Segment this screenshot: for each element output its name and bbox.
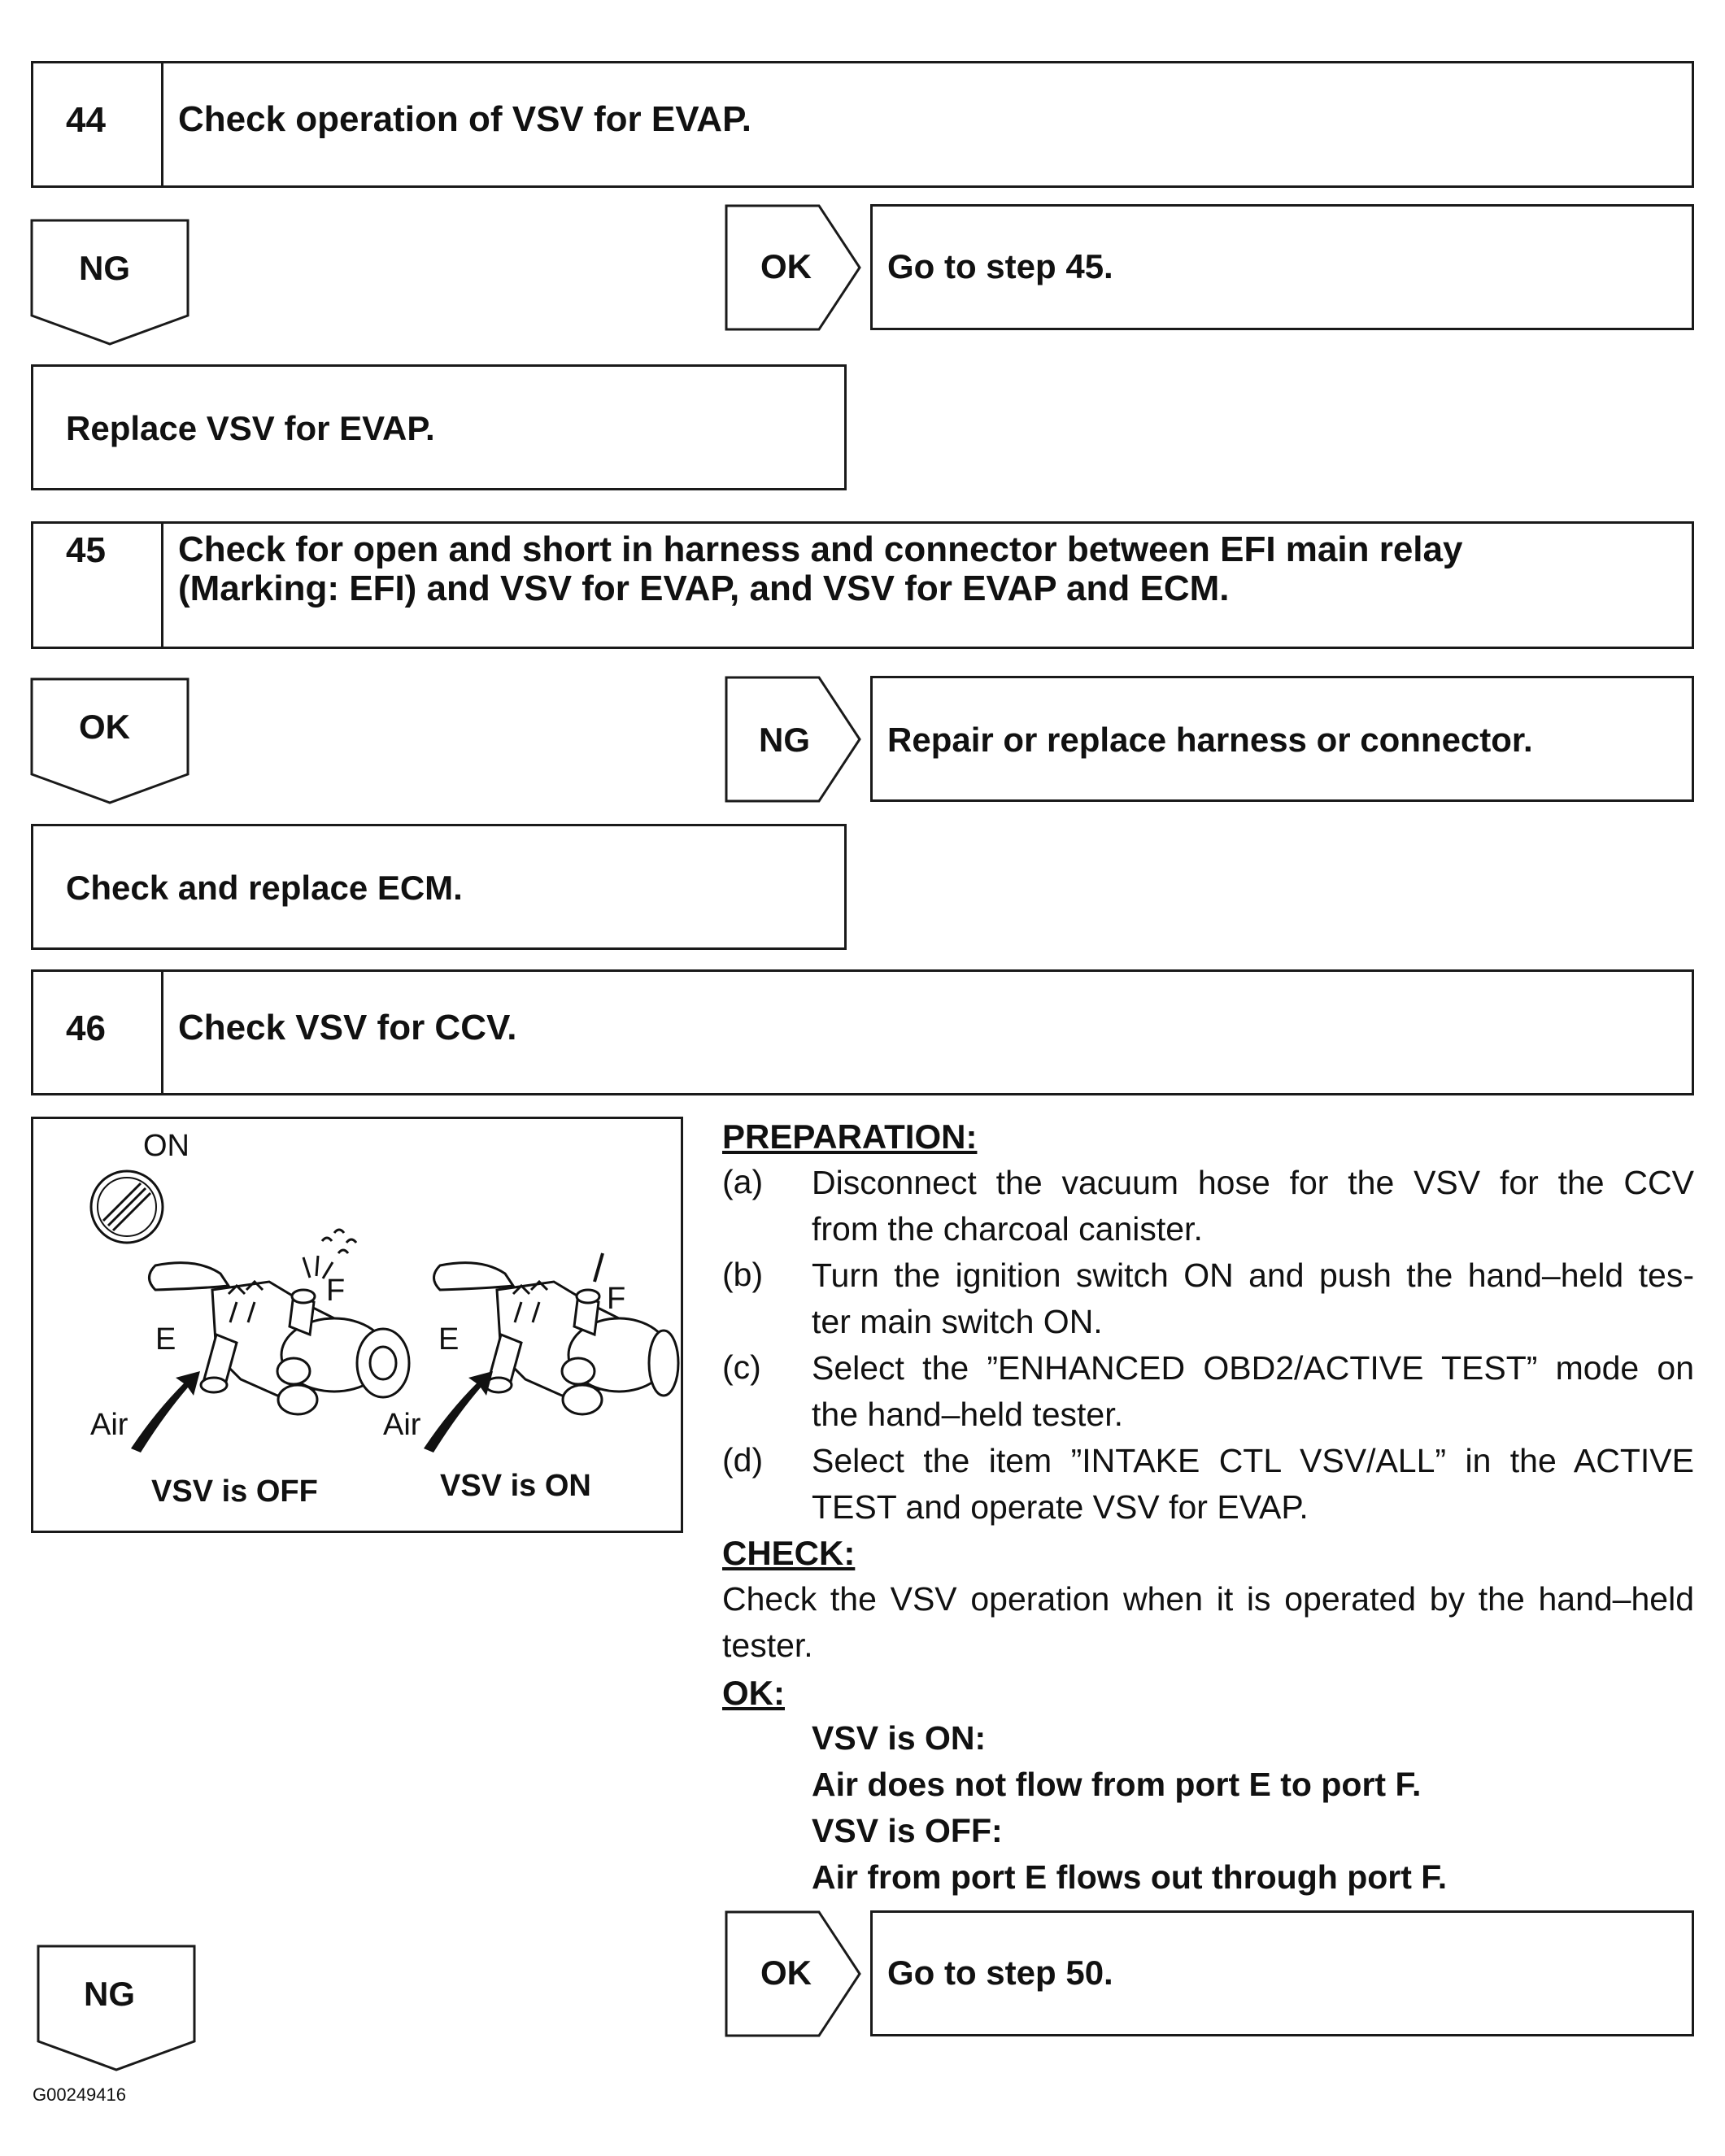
ok-action-text: Check and replace ECM. (66, 869, 463, 907)
ng-result-box: Repair or replace harness or connector. (870, 676, 1694, 802)
ng-branch-arrow (30, 219, 189, 346)
prep-item-letter: (b) (722, 1256, 764, 1293)
ng-action-text: Replace VSV for EVAP. (66, 409, 435, 447)
ok-heading: OK: (722, 1674, 785, 1712)
ng-action-box: Replace VSV for EVAP. (31, 364, 847, 490)
prep-line: ter main switch ON. (812, 1303, 1103, 1340)
prep-item-text: Select the ”ENHANCED OBD2/ACTIVE TEST” m… (812, 1345, 1694, 1438)
ok-result-box: Go to step 45. (870, 204, 1694, 330)
step-number: 45 (33, 524, 163, 647)
check-line: Check the VSV operation when it is opera… (722, 1580, 1694, 1618)
prep-item-letter: (c) (722, 1348, 761, 1386)
prep-line: Disconnect the vacuum hose for the VSV f… (812, 1164, 1694, 1201)
ok-spec-line: VSV is OFF: (812, 1812, 1003, 1849)
step-title-line: (Marking: EFI) and VSV for EVAP, and VSV… (178, 568, 1230, 608)
vsv-on-caption: VSV is ON (440, 1469, 591, 1503)
ok-result-box: Go to step 50. (870, 1910, 1694, 2036)
step-45-header: 45 Check for open and short in harness a… (31, 521, 1694, 649)
prep-line: Turn the ignition switch ON and push the… (812, 1257, 1694, 1294)
ok-action-box: Check and replace ECM. (31, 824, 847, 950)
ok-result-text: Go to step 45. (887, 247, 1113, 285)
check-line: tester. (722, 1627, 813, 1664)
ok-result-text: Go to step 50. (887, 1953, 1113, 1992)
step-title: Check VSV for CCV. (178, 1008, 517, 1048)
air-arrow-left (131, 1371, 200, 1453)
prep-item-text: Turn the ignition switch ON and push the… (812, 1252, 1694, 1345)
prep-item-letter: (a) (722, 1163, 764, 1200)
prep-line: Select the ”ENHANCED OBD2/ACTIVE TEST” m… (812, 1349, 1694, 1387)
port-f-label: F (326, 1274, 346, 1308)
on-label: ON (143, 1129, 189, 1163)
prep-item-letter: (d) (722, 1441, 764, 1479)
ignition-switch-icon (89, 1169, 164, 1244)
prep-item-text: Select the item ”INTAKE CTL VSV/ALL” in … (812, 1438, 1694, 1531)
vsv-off-caption: VSV is OFF (151, 1474, 318, 1509)
step-number: 44 (33, 63, 163, 185)
blocked-flow-mark (593, 1252, 604, 1283)
ok-branch-arrow (725, 204, 861, 331)
preparation-heading: PREPARATION: (722, 1117, 978, 1156)
step-number: 46 (33, 972, 163, 1093)
prep-line: Select the item ”INTAKE CTL VSV/ALL” in … (812, 1442, 1694, 1479)
port-e-label: E (155, 1322, 176, 1357)
prep-line: from the charcoal canister. (812, 1210, 1203, 1248)
step-title: Check operation of VSV for EVAP. (178, 99, 751, 139)
air-arrow-right (424, 1371, 493, 1453)
ok-branch-arrow (725, 1910, 861, 2037)
ng-result-text: Repair or replace harness or connector. (887, 721, 1533, 759)
port-f-label: F (607, 1282, 626, 1316)
check-heading: CHECK: (722, 1534, 856, 1572)
ok-label: OK (760, 1953, 812, 1992)
check-text: Check the VSV operation when it is opera… (722, 1576, 1694, 1669)
vsv-illustration (89, 1169, 680, 1453)
ok-label: OK (79, 708, 130, 746)
vsv-on-drawing (433, 1261, 680, 1416)
ok-spec-line: Air from port E flows out through port F… (812, 1858, 1448, 1896)
vsv-figure: ON F E F E Air Air VSV is OFF VSV is ON (31, 1117, 683, 1533)
ng-label: NG (84, 1975, 135, 2013)
ng-label: NG (79, 249, 130, 287)
ng-branch-arrow (725, 676, 861, 803)
ok-spec-line: VSV is ON: (812, 1719, 987, 1757)
ok-branch-arrow (30, 677, 189, 804)
step-title-line: Check for open and short in harness and … (178, 529, 1463, 569)
air-spray-icon (302, 1228, 358, 1279)
prep-line: the hand–held tester. (812, 1396, 1123, 1433)
port-e-label: E (438, 1322, 460, 1357)
step-46-header: 46 Check VSV for CCV. (31, 969, 1694, 1095)
step-title: Check for open and short in harness and … (163, 524, 1692, 647)
step-44-header: 44 Check operation of VSV for EVAP. (31, 61, 1694, 188)
ok-label: OK (760, 247, 812, 285)
vsv-off-drawing (148, 1261, 411, 1416)
air-label: Air (383, 1408, 421, 1442)
ok-spec-line: Air does not flow from port E to port F. (812, 1766, 1422, 1803)
ng-branch-arrow (37, 1945, 196, 2071)
figure-code: G00249416 (33, 2084, 126, 2105)
air-label: Air (90, 1408, 129, 1442)
prep-item-text: Disconnect the vacuum hose for the VSV f… (812, 1160, 1694, 1252)
ng-label: NG (759, 721, 810, 759)
prep-line: TEST and operate VSV for EVAP. (812, 1488, 1309, 1526)
